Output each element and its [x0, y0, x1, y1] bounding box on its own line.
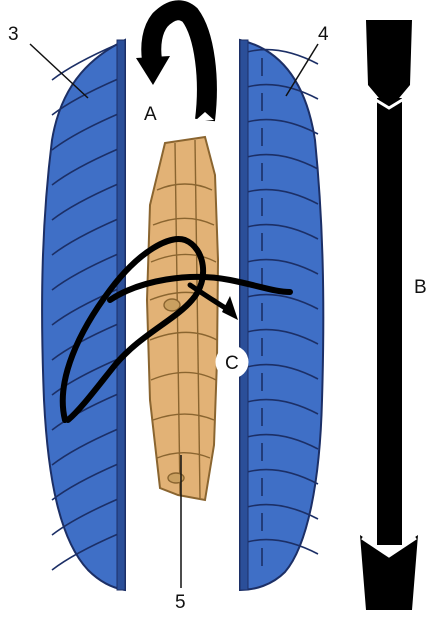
- label-flow-c: C: [225, 353, 239, 374]
- label-part-3: 3: [8, 24, 19, 45]
- leader-line-4: [286, 44, 318, 96]
- double-arrow-bottom-head: [360, 535, 418, 610]
- right-blade-wheel: [240, 40, 323, 590]
- label-part-5: 5: [175, 592, 186, 613]
- label-flow-a: A: [144, 104, 157, 125]
- label-axis-b: B: [414, 277, 427, 298]
- stator-shaft-hole: [164, 299, 180, 311]
- curved-arrow-head: [136, 56, 170, 85]
- double-arrow-shaft: [377, 98, 402, 545]
- left-blade-wheel: [42, 40, 125, 590]
- stator: [147, 137, 218, 500]
- double-arrow-icon: [360, 20, 418, 610]
- leader-line-3: [30, 44, 88, 98]
- left-wheel-rim: [117, 40, 125, 590]
- right-wheel-body: [240, 40, 323, 590]
- label-part-4: 4: [318, 24, 329, 45]
- stator-body: [147, 137, 218, 500]
- left-wheel-body: [42, 40, 125, 590]
- right-wheel-rim: [240, 40, 248, 590]
